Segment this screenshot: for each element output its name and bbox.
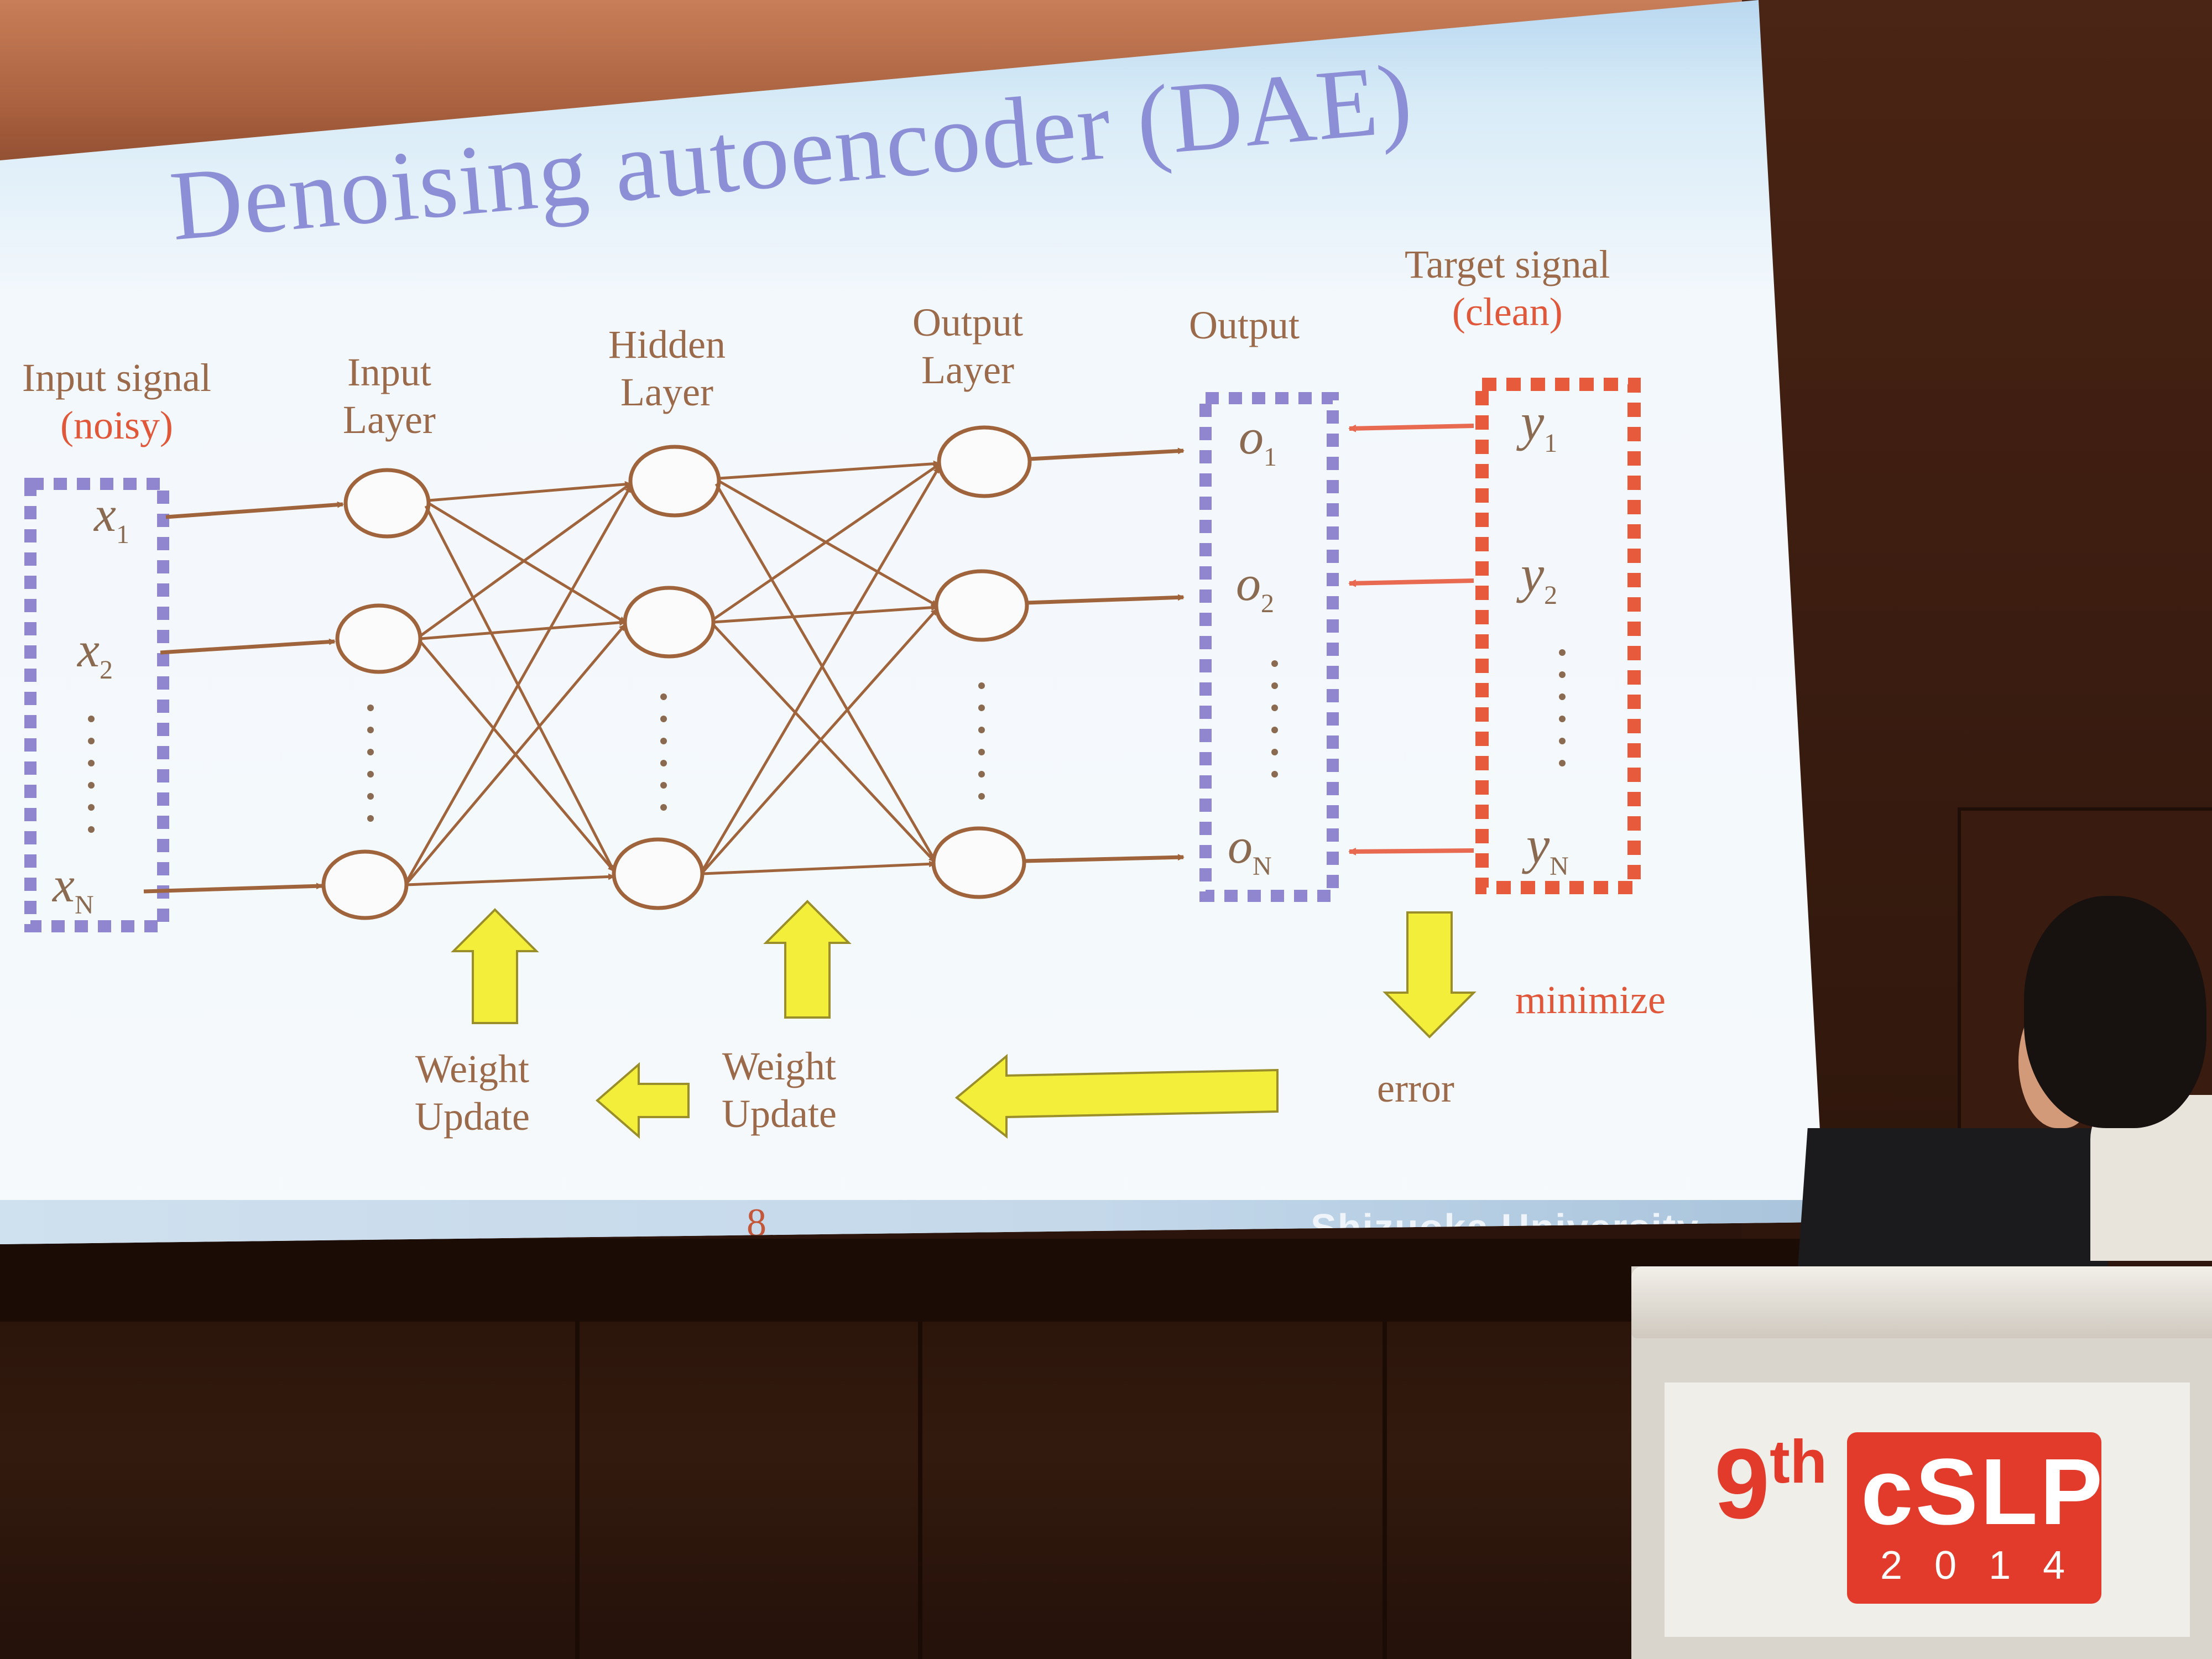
wall-seam <box>918 1305 922 1659</box>
venue-logo-name: cSLP <box>1861 1438 2105 1546</box>
output-o2-label: o2 <box>1236 556 1274 618</box>
error-label: error <box>1377 1065 1454 1112</box>
screen-bottom-frame <box>0 1239 1825 1322</box>
venue-edition-suffix: th <box>1770 1428 1827 1496</box>
weight-update-up-arrow <box>453 910 536 1023</box>
output-on-label: oN <box>1228 819 1272 881</box>
weight-update-2-line1: Weight <box>722 1042 837 1090</box>
target-yn-label: yN <box>1522 816 1569 881</box>
output-o1-label: o1 <box>1239 410 1277 472</box>
input-signal-box <box>30 484 163 926</box>
target-y1-label: y1 <box>1516 393 1557 458</box>
hidden-neuron <box>625 588 713 656</box>
output-neuron <box>936 571 1027 640</box>
weight-update-label-1: Weight Update <box>415 1045 530 1141</box>
weight-update-1-line2: Update <box>415 1093 530 1140</box>
hidden-neuron <box>630 447 719 515</box>
output-neuron <box>933 828 1024 897</box>
input-neuron <box>337 606 420 672</box>
weight-update-1-line1: Weight <box>415 1045 530 1093</box>
wall-seam <box>1383 1305 1387 1659</box>
target-y2-label: y2 <box>1516 545 1557 610</box>
hidden-neuron <box>614 839 702 908</box>
minimize-label: minimize <box>1515 976 1666 1024</box>
weight-update-2-line2: Update <box>722 1090 837 1138</box>
venue-edition: 9th <box>1714 1427 1827 1541</box>
output-neuron <box>939 427 1030 496</box>
weight-update-up-arrow <box>766 901 849 1018</box>
podium-top <box>1631 1266 2212 1338</box>
left-flow-arrow <box>597 1065 688 1136</box>
error-down-arrow <box>1385 912 1474 1037</box>
target-signal-box <box>1482 384 1634 888</box>
venue-logo-year: 2014 <box>1880 1543 2097 1588</box>
left-flow-arrow <box>957 1056 1277 1136</box>
output-box <box>1206 398 1333 896</box>
weight-update-label-2: Weight Update <box>722 1042 837 1138</box>
input-x1-label: x1 <box>93 487 129 549</box>
laptop <box>1798 1128 2117 1266</box>
input-neuron <box>346 470 429 536</box>
presenter-head <box>2024 896 2206 1128</box>
input-xn-label: xN <box>51 858 94 920</box>
input-neuron <box>324 852 406 918</box>
input-x2-label: x2 <box>76 623 113 685</box>
venue-edition-number: 9 <box>1714 1428 1770 1540</box>
wall-seam <box>575 1305 580 1659</box>
